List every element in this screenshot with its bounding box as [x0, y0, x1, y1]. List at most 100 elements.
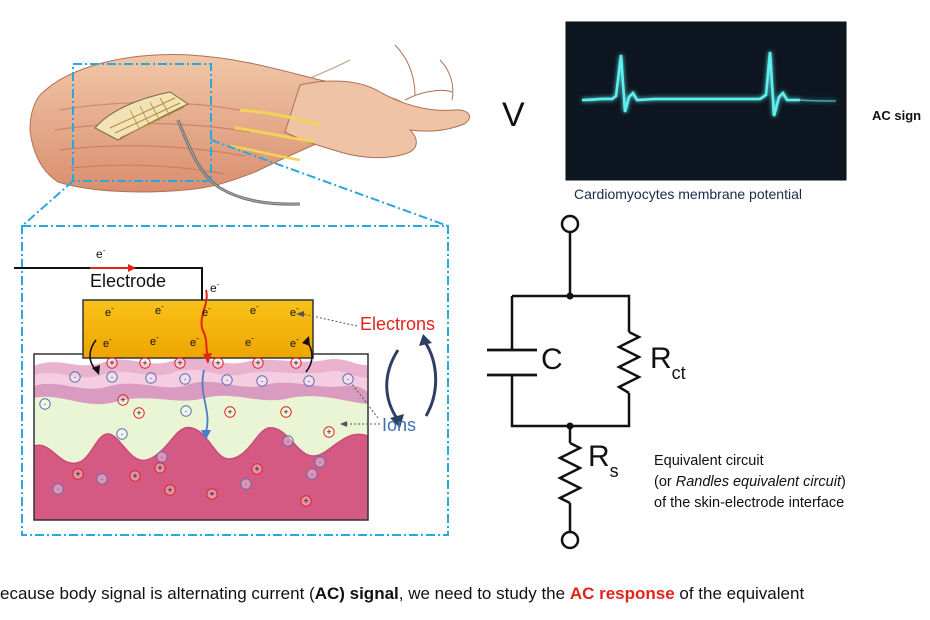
negative-ion	[96, 473, 108, 485]
electrode-label: Electrode	[90, 271, 167, 291]
electron-symbol: e-	[155, 302, 164, 317]
equivalent-line-1: Equivalent circuit	[654, 453, 764, 469]
negative-ion-sign: -	[308, 376, 311, 386]
negative-ion	[306, 468, 318, 480]
positive-ion	[133, 407, 145, 419]
electron-current-arrowhead	[203, 353, 212, 364]
positive-ion-sign: +	[157, 463, 162, 473]
negative-ion-sign: -	[44, 399, 47, 409]
cycle-arrows	[385, 334, 438, 428]
positive-ion-sign: +	[215, 358, 220, 368]
positive-ion-sign: +	[293, 358, 298, 368]
positive-ion	[224, 406, 236, 418]
ecg-caption: Cardiomyocytes membrane potential	[574, 186, 802, 202]
positive-ion	[72, 468, 84, 480]
skin-cross-section	[33, 353, 369, 521]
ion-current-arrowhead	[201, 430, 211, 440]
positive-ion	[280, 406, 292, 418]
equivalent-line-2: (or Randles equivalent circuit)	[654, 474, 846, 490]
positive-ion-sign: +	[177, 358, 182, 368]
electron-symbol: e-	[103, 335, 112, 350]
electron-symbol: e-	[105, 304, 114, 319]
negative-ion	[221, 374, 233, 386]
positive-ion	[252, 357, 264, 369]
negative-ion	[52, 483, 64, 495]
negative-ion	[314, 456, 326, 468]
junction-dot	[566, 292, 574, 300]
equivalent-circuit-text: Equivalent circuit (or Randles equivalen…	[654, 451, 846, 514]
junction-dot	[566, 422, 574, 430]
negative-ion-sign: -	[74, 372, 77, 382]
voltage-label: V	[502, 96, 525, 134]
positive-ion	[323, 426, 335, 438]
electron-symbol: e-	[190, 334, 199, 349]
pointer-arrowhead	[340, 421, 347, 427]
ac-signal-label: AC sign	[872, 108, 922, 123]
negative-ion-sign: -	[287, 436, 290, 446]
positive-ion-sign: +	[283, 407, 288, 417]
negative-ion	[69, 371, 81, 383]
positive-ion	[174, 357, 186, 369]
negative-ion	[256, 375, 268, 387]
positive-ion-sign: +	[132, 471, 137, 481]
electron-symbol: e-	[250, 302, 259, 317]
positive-ion	[212, 357, 224, 369]
negative-ion	[106, 371, 118, 383]
negative-ion-sign: -	[161, 452, 164, 462]
rct-resistor	[616, 330, 642, 395]
electrode-block	[82, 299, 314, 359]
positive-ion	[129, 470, 141, 482]
ecg-panel	[566, 22, 846, 180]
interface-arrows	[89, 336, 313, 375]
positive-ion-sign: +	[120, 395, 125, 405]
negative-ion	[179, 373, 191, 385]
positive-ion-sign: +	[254, 464, 259, 474]
negative-ion-sign: -	[185, 406, 188, 416]
entry-electron-label: e-	[210, 280, 220, 295]
bottom-terminal	[560, 530, 580, 550]
negative-ion	[342, 373, 354, 385]
ions-label: Ions	[382, 415, 417, 435]
top-terminal	[560, 214, 580, 234]
positive-ion-sign: +	[167, 485, 172, 495]
negative-ion	[180, 405, 192, 417]
particles-layer: e-e-e-e-e-e-e-e-e-e-++++++++++++++++++--…	[39, 302, 354, 507]
positive-ion	[251, 463, 263, 475]
capacitor-label: C	[541, 343, 563, 376]
negative-ion	[240, 478, 252, 490]
negative-ion-sign: -	[311, 469, 314, 479]
positive-ion-sign: +	[255, 358, 260, 368]
equivalent-line-3: of the skin-electrode interface	[654, 495, 845, 511]
positive-ion	[139, 357, 151, 369]
negative-ion	[156, 451, 168, 463]
ion-current-path	[201, 369, 209, 433]
positive-ion	[154, 462, 166, 474]
electron-symbol: e-	[150, 333, 159, 348]
negative-ion	[39, 398, 51, 410]
electron-symbol: e-	[245, 334, 254, 349]
wire-electron-label: e-	[96, 246, 106, 261]
bottom-explanation: ecause body signal is alternating curren…	[0, 584, 805, 603]
rs-resistor	[557, 441, 583, 505]
electrons-label: Electrons	[360, 314, 436, 334]
negative-ion-sign: -	[319, 457, 322, 467]
negative-ion-sign: -	[347, 374, 350, 384]
rs-label: Rs	[588, 440, 619, 481]
positive-ion-sign: +	[303, 496, 308, 506]
randles-circuit	[487, 214, 642, 550]
positive-ion-sign: +	[75, 469, 80, 479]
negative-ion-sign: -	[101, 474, 104, 484]
positive-ion	[300, 495, 312, 507]
positive-ion-sign: +	[326, 427, 331, 437]
electron-current-path	[200, 289, 209, 357]
negative-ion	[303, 375, 315, 387]
rct-label: Rct	[650, 342, 686, 383]
positive-ion	[206, 488, 218, 500]
negative-ion	[145, 372, 157, 384]
negative-ion-sign: -	[245, 479, 248, 489]
positive-ion	[106, 357, 118, 369]
electrode-wire	[14, 264, 203, 300]
positive-ion	[164, 484, 176, 496]
negative-ion-sign: -	[150, 373, 153, 383]
